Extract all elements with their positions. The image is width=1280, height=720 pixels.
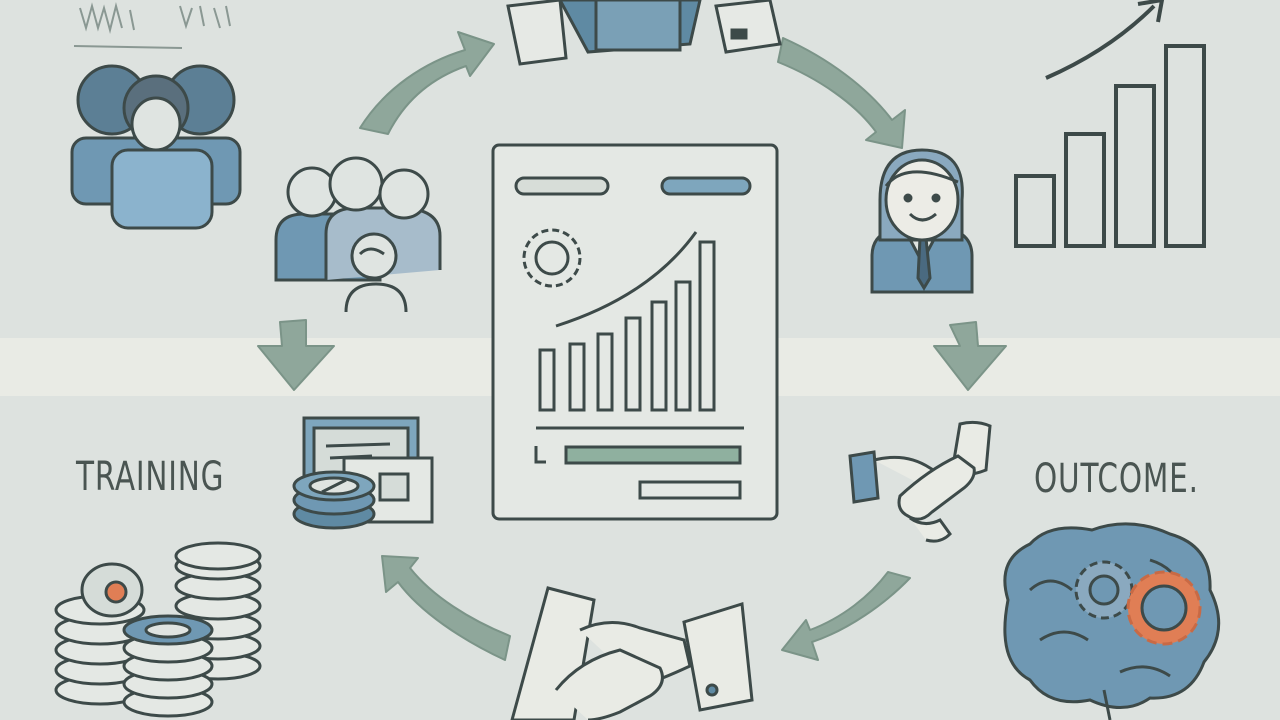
cycle-arrow-icon [359, 31, 495, 135]
cycle-arrow-icon [381, 555, 511, 661]
manager-avatar-icon [870, 148, 974, 294]
brain-gears-icon [1003, 522, 1221, 720]
cycle-arrow-icon [933, 321, 1007, 391]
handshake-icon [510, 586, 754, 720]
cycle-arrow-icon [777, 37, 906, 149]
folder-documents-icon [506, 0, 782, 66]
people-crowd-icon [274, 156, 442, 313]
coin-stacks-icon [54, 541, 262, 718]
team-group-icon [70, 64, 242, 230]
cycle-arrow-icon [781, 571, 911, 661]
central-dashboard-report-icon [491, 143, 779, 521]
cycle-arrow-icon [257, 319, 335, 391]
handshake-icon [848, 420, 992, 543]
sketch-lines [73, 2, 231, 49]
growth-bar-chart-icon [1014, 0, 1206, 248]
outcome-label: OUTCOME. [1034, 456, 1199, 502]
training-label: TRAINING [76, 454, 225, 500]
money-coins-icon [292, 416, 434, 530]
